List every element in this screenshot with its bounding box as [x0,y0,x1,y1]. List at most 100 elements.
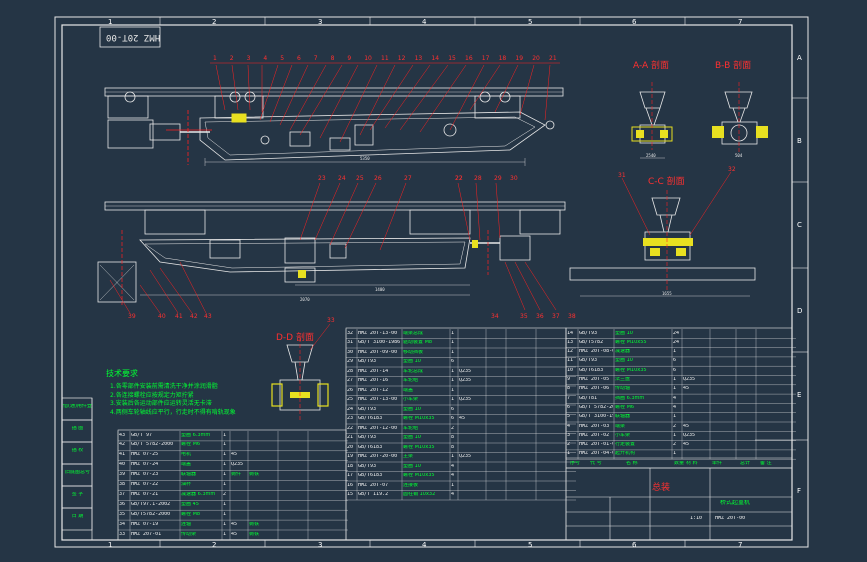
bom-cell: HMZ 20T-07 [358,482,389,488]
bom-cell: 1 [223,472,227,478]
bom-cell: HMZ 20T-12 [358,387,389,393]
bom-cell: 1 [451,397,455,402]
drawing-code-box: HMZ 20T-00 [106,32,161,42]
bom-cell: 1 [223,432,227,438]
bom-cell: HMZ 20T-02 [579,432,610,438]
dimension-text: 1655 [662,291,672,296]
bom-cell: 圆柱销 10x32 [403,492,436,497]
bom-cell: 29 [347,359,354,364]
bom-cell: 33 [119,531,126,537]
bom-cell: 垫圈 10 [615,330,633,336]
bom-cell: 1 [451,368,455,374]
balloon: 15 [448,55,456,62]
bom-cell: 28 [347,368,354,374]
bom-cell: GB/T 119.2 [358,492,389,497]
zone-label: B [797,137,802,145]
bom-cell: 电机 [181,452,192,458]
zone-label: 2 [212,18,217,26]
balloon: 9 [347,55,352,62]
bom-cell: 27 [347,378,354,383]
bom-cell: 6 [451,416,455,421]
bom-cell: 油杯 [181,482,192,487]
bom-cell: Q235 [459,454,472,459]
balloon: 42 [190,313,198,320]
balloon: 2 [229,55,234,62]
bom-cell: 垫圈 6.3mm [181,432,211,438]
balloon: 41 [175,313,183,320]
bom-cell: 垫圈 10 [403,406,421,412]
bom-cell: 2 [673,423,677,429]
bom-cell: HMZ 20T-01-00 [579,442,613,448]
bom-cell: 1 [223,442,227,448]
bom-cell: GB/T 5782-2000 [131,442,174,448]
zone-label: 4 [422,541,427,549]
bom-cell: 23 [347,416,354,421]
bom-cell: 1 [223,521,227,527]
bom-cell: 1 [223,452,227,458]
bom-cell: 1 [673,414,677,420]
bom-cell: 45 [683,423,690,429]
bom-cell: 端盖 [403,387,414,393]
bom-cell: 6 [673,358,677,364]
bom-cell: 螺栓 M8 [181,511,201,517]
side-stamp: 描 图 [71,426,84,431]
side-stamp: 签 字 [71,492,84,497]
side-stamp: 旧底图总号 [64,470,90,475]
bom-cell: 45 [231,452,238,458]
bom-cell: HMZ 20T-20-00 [358,454,398,459]
tech-requirement-item: 2.各连接螺栓应按规定力矩拧紧 [110,391,194,399]
bom-cell: 10 [567,367,574,373]
bom-cell: 24 [673,339,680,345]
bom-cell: Q235 [459,378,472,383]
bom-cell: 21 [347,435,354,440]
drawing-scale: 1:10 [690,516,703,521]
bom-cell: 36 [119,501,126,507]
bom-cell: 1 [451,330,455,336]
bom-cell: 法兰盘 [615,377,631,382]
bom-cell: 4 [673,404,677,410]
bom-header-cell: 数量 [674,461,685,466]
bom-cell: 19 [347,454,354,459]
tech-requirement-item: 1.各零部件安装前需清洗干净并涂润滑脂 [110,383,218,390]
bom-cell: HMZ 207-01 [131,531,162,537]
bom-cell: 螺栓 M6 [181,442,201,448]
balloon: 1 [213,55,217,62]
bom-cell: GB/T6183 [579,367,604,373]
balloon: 29 [494,175,502,182]
zone-label: 1 [108,18,113,26]
bom-cell: 30 [347,349,354,355]
balloon: 32 [728,166,736,173]
bom-cell: HMZ 20T-16 [358,378,389,383]
bom-cell: 9 [567,377,571,382]
bom-cell: HMZ 20T-08-00 [579,349,613,355]
bom-cell: HMZ 07-24 [131,462,159,468]
bom-cell: HMZ 20T-05 [579,377,610,382]
dimension-text: 1400 [375,287,385,292]
balloon: 4 [263,55,268,62]
bom-cell: HMZ 20T-06 [579,386,610,392]
bom-cell: 4 [673,395,677,401]
bom-cell: 1 [223,501,227,507]
bom-cell: 11 [567,358,574,364]
section-bb-label: B-B 剖面 [715,61,752,71]
tech-requirement-item: 3.安装后各运动部件应运转灵活无卡滞 [110,400,212,407]
bom-cell: 24 [347,406,354,412]
bom-cell: 端梁 [615,423,626,429]
bom-cell: 26 [347,387,354,393]
zone-label: 7 [738,18,743,26]
zone-label: 3 [318,18,323,26]
balloon: 34 [491,313,499,320]
bom-cell: HMZ 07-21 [131,491,159,497]
bom-cell: 传动轴 [615,386,631,392]
dimension-text: 504 [735,153,743,158]
bom-cell: 1 [223,511,227,517]
zone-label: D [797,307,803,315]
bom-cell: 45 [683,386,690,392]
middle-elevation-view [97,201,566,303]
bom-cell: 挡圈 6.3mm [615,395,645,401]
bom-cell: 35 [119,511,126,517]
balloon: 8 [330,55,335,62]
bom-cell: 8 [451,444,455,450]
bom-cell: 25 [347,397,354,402]
